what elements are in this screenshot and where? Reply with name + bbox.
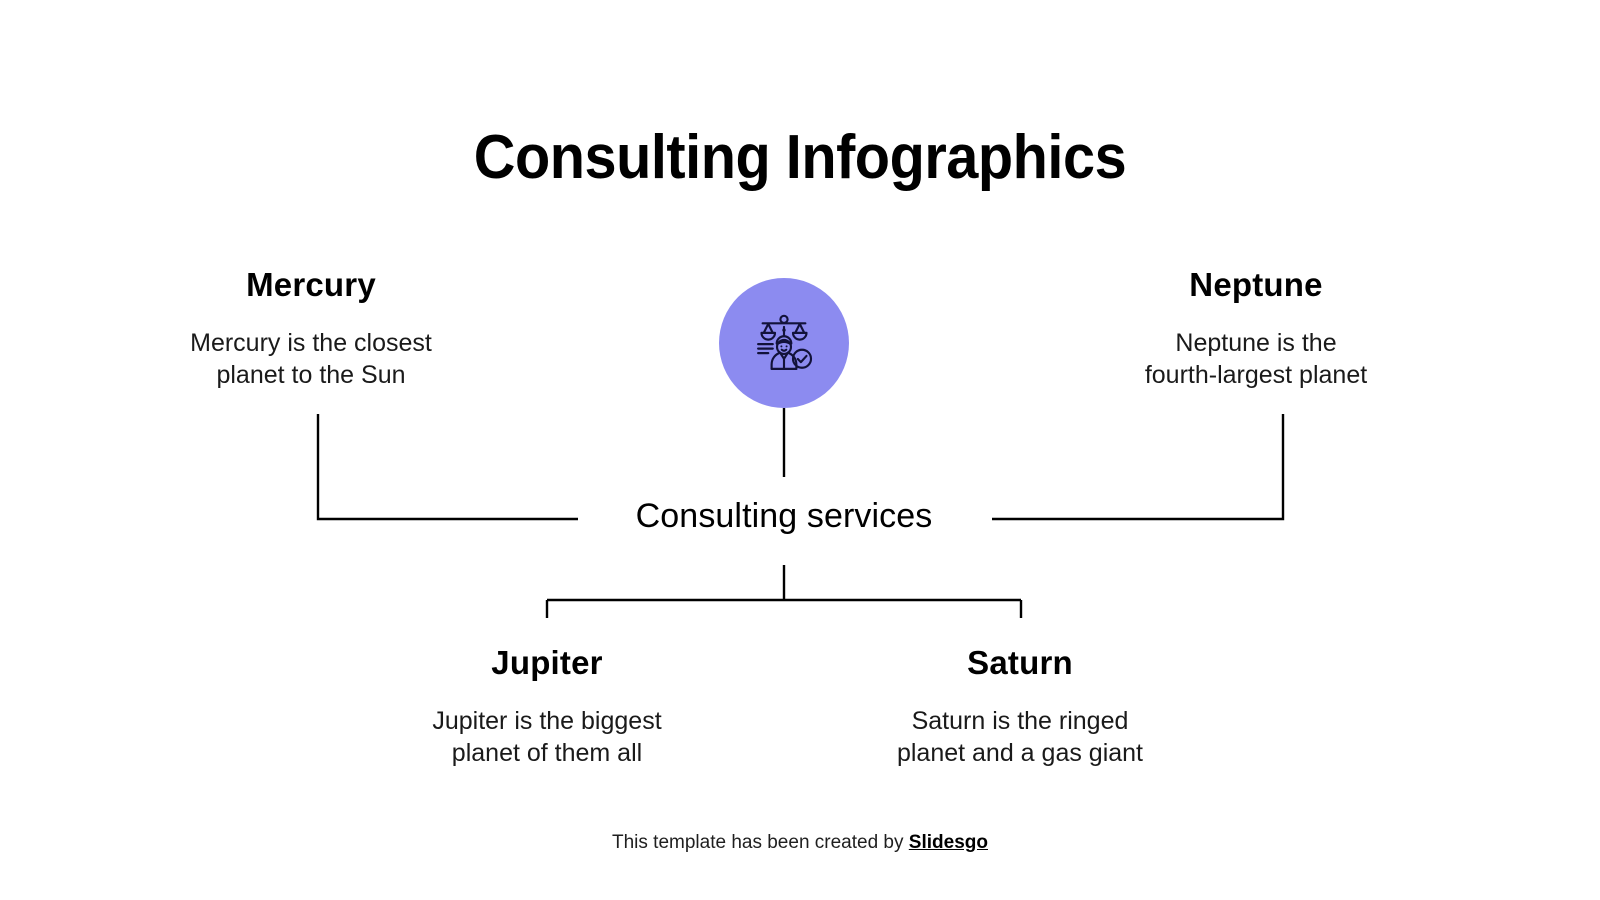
branch-jupiter-description: Jupiter is the biggest planet of them al…: [432, 706, 662, 767]
branch-saturn: Saturn Saturn is the ringed planet and a…: [821, 644, 1219, 769]
branch-jupiter-title: Jupiter: [491, 644, 603, 681]
slidesgo-link[interactable]: Slidesgo: [908, 832, 988, 853]
branch-neptune-description: Neptune is the fourth-largest planet: [1144, 328, 1368, 389]
branch-mercury: Mercury Mercury is the closest planet to…: [110, 266, 512, 391]
footer-credit-text: This template has been created by: [612, 832, 909, 853]
branch-jupiter: Jupiter Jupiter is the biggest planet of…: [348, 644, 746, 769]
branch-mercury-description: Mercury is the closest planet to the Sun: [190, 328, 432, 389]
footer-credit: This template has been created by Slides…: [0, 832, 1600, 854]
page-title: Consulting Infographics: [473, 122, 1127, 192]
center-icon-circle: [719, 278, 849, 408]
branch-neptune: Neptune Neptune is the fourth-largest pl…: [1055, 266, 1457, 391]
center-label: Consulting services: [635, 497, 933, 535]
branch-neptune-title: Neptune: [1189, 266, 1323, 303]
branch-mercury-title: Mercury: [246, 266, 376, 303]
justice-scales-lawyer-icon: [757, 314, 813, 370]
branch-saturn-title: Saturn: [967, 644, 1073, 681]
branch-saturn-description: Saturn is the ringed planet and a gas gi…: [896, 706, 1144, 767]
